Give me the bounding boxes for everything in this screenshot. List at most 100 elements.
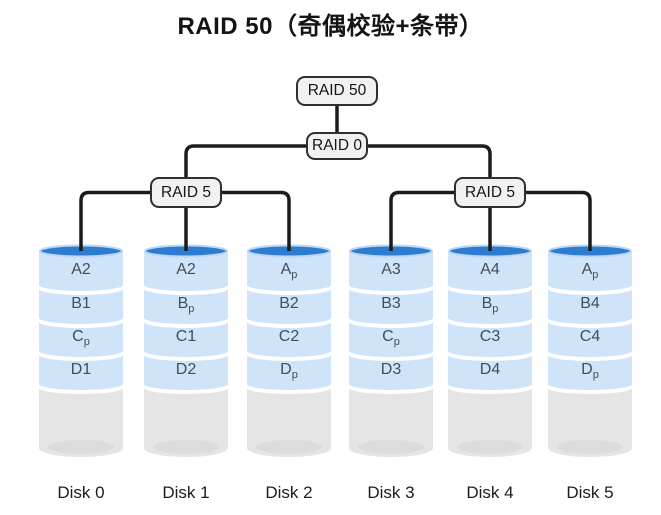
block-shape — [144, 289, 228, 324]
block-text: A2 — [176, 261, 196, 278]
block-shape — [39, 289, 123, 324]
connector-raid0-raid5-left — [184, 144, 310, 179]
block-label-disk0-d: D1 — [39, 359, 123, 381]
node-raid50: RAID 50 — [296, 76, 378, 106]
block-text: D2 — [175, 361, 197, 378]
disk-label-1: Disk 1 — [162, 483, 210, 502]
block-label-disk0-b: B1 — [39, 293, 123, 315]
block-text: B2 — [279, 295, 299, 312]
disk-label-5: Disk 5 — [566, 483, 614, 502]
block-shape — [448, 251, 532, 291]
block-text: C4 — [579, 328, 601, 345]
node-raid5-left: RAID 5 — [150, 177, 222, 208]
block-label-disk1-d: D2 — [144, 359, 228, 381]
block-label-disk4-b: Bp — [448, 293, 532, 315]
block-subscript: p — [592, 269, 599, 282]
block-text: B — [481, 295, 493, 312]
block-label-disk5-b: B4 — [548, 293, 632, 315]
block-shape — [349, 289, 433, 324]
block-text: C — [72, 328, 84, 345]
block-text: B1 — [71, 295, 91, 312]
disk-bottom-shade — [457, 440, 523, 454]
block-shape — [144, 355, 228, 390]
block-shape — [548, 251, 632, 291]
block-label-disk3-b: B3 — [349, 293, 433, 315]
block-text: A4 — [480, 261, 500, 278]
block-text: D — [280, 361, 292, 378]
block-text: A2 — [71, 261, 91, 278]
block-shape — [448, 322, 532, 357]
disk-empty-shape — [247, 388, 331, 457]
diagram-title: RAID 50（奇偶校验+条带） — [177, 13, 484, 40]
block-shape — [349, 251, 433, 291]
disk-bottom-shade — [557, 440, 623, 454]
block-shape — [144, 251, 228, 291]
block-label-disk2-a: Ap — [247, 259, 331, 281]
block-text: D — [581, 361, 593, 378]
disk-label-4: Disk 4 — [466, 483, 514, 502]
block-label-disk5-c: C4 — [548, 326, 632, 348]
block-shape — [39, 355, 123, 390]
block-text: B3 — [381, 295, 401, 312]
disk-cylinder-4 — [448, 244, 532, 457]
block-shape — [39, 251, 123, 291]
disk-bottom-shade — [256, 440, 322, 454]
block-text: C3 — [479, 328, 501, 345]
block-label-disk1-a: A2 — [144, 259, 228, 281]
disk-empty-shape — [448, 388, 532, 457]
block-label-disk5-a: Ap — [548, 259, 632, 281]
block-shape — [247, 322, 331, 357]
connector-raid0-raid5-right — [365, 144, 492, 179]
block-text: D3 — [380, 361, 402, 378]
block-shape — [548, 322, 632, 357]
block-subscript: p — [291, 269, 298, 282]
block-shape — [349, 322, 433, 357]
node-raid0: RAID 0 — [306, 132, 368, 160]
block-text: A — [280, 261, 292, 278]
block-label-disk5-d: Dp — [548, 359, 632, 381]
node-raid5-right: RAID 5 — [454, 177, 526, 208]
block-label-disk0-c: Cp — [39, 326, 123, 348]
block-text: D4 — [479, 361, 501, 378]
block-text: C — [382, 328, 394, 345]
disk-empty-shape — [548, 388, 632, 457]
block-subscript: p — [188, 303, 195, 316]
connector-raid5right-disk5 — [522, 190, 592, 251]
block-text: C1 — [175, 328, 197, 345]
block-shape — [448, 289, 532, 324]
block-shape — [247, 289, 331, 324]
block-label-disk3-c: Cp — [349, 326, 433, 348]
block-label-disk2-b: B2 — [247, 293, 331, 315]
block-shape — [448, 355, 532, 390]
block-label-disk0-a: A2 — [39, 259, 123, 281]
disk-empty-shape — [39, 388, 123, 457]
block-shape — [247, 251, 331, 291]
block-text: B4 — [580, 295, 600, 312]
block-subscript: p — [83, 336, 90, 349]
block-label-disk3-a: A3 — [349, 259, 433, 281]
block-label-disk2-c: C2 — [247, 326, 331, 348]
connector-lines — [79, 104, 592, 251]
block-shape — [247, 355, 331, 390]
disk-cylinder-0 — [39, 244, 123, 457]
disk-bottom-shade — [153, 440, 219, 454]
connector-raid5left-disk2 — [218, 190, 291, 251]
disk-cylinder-3 — [349, 244, 433, 457]
block-subscript: p — [291, 369, 298, 382]
block-shape — [548, 289, 632, 324]
block-label-disk4-c: C3 — [448, 326, 532, 348]
block-label-disk1-c: C1 — [144, 326, 228, 348]
block-shape — [144, 322, 228, 357]
block-label-disk4-d: D4 — [448, 359, 532, 381]
block-text: D1 — [70, 361, 92, 378]
disk-label-2: Disk 2 — [265, 483, 313, 502]
disk-bottom-shade — [358, 440, 424, 454]
block-shape — [349, 355, 433, 390]
block-label-disk2-d: Dp — [247, 359, 331, 381]
block-text: A — [581, 261, 593, 278]
disk-cylinder-2 — [247, 244, 331, 457]
block-subscript: p — [492, 303, 499, 316]
block-subscript: p — [393, 336, 400, 349]
